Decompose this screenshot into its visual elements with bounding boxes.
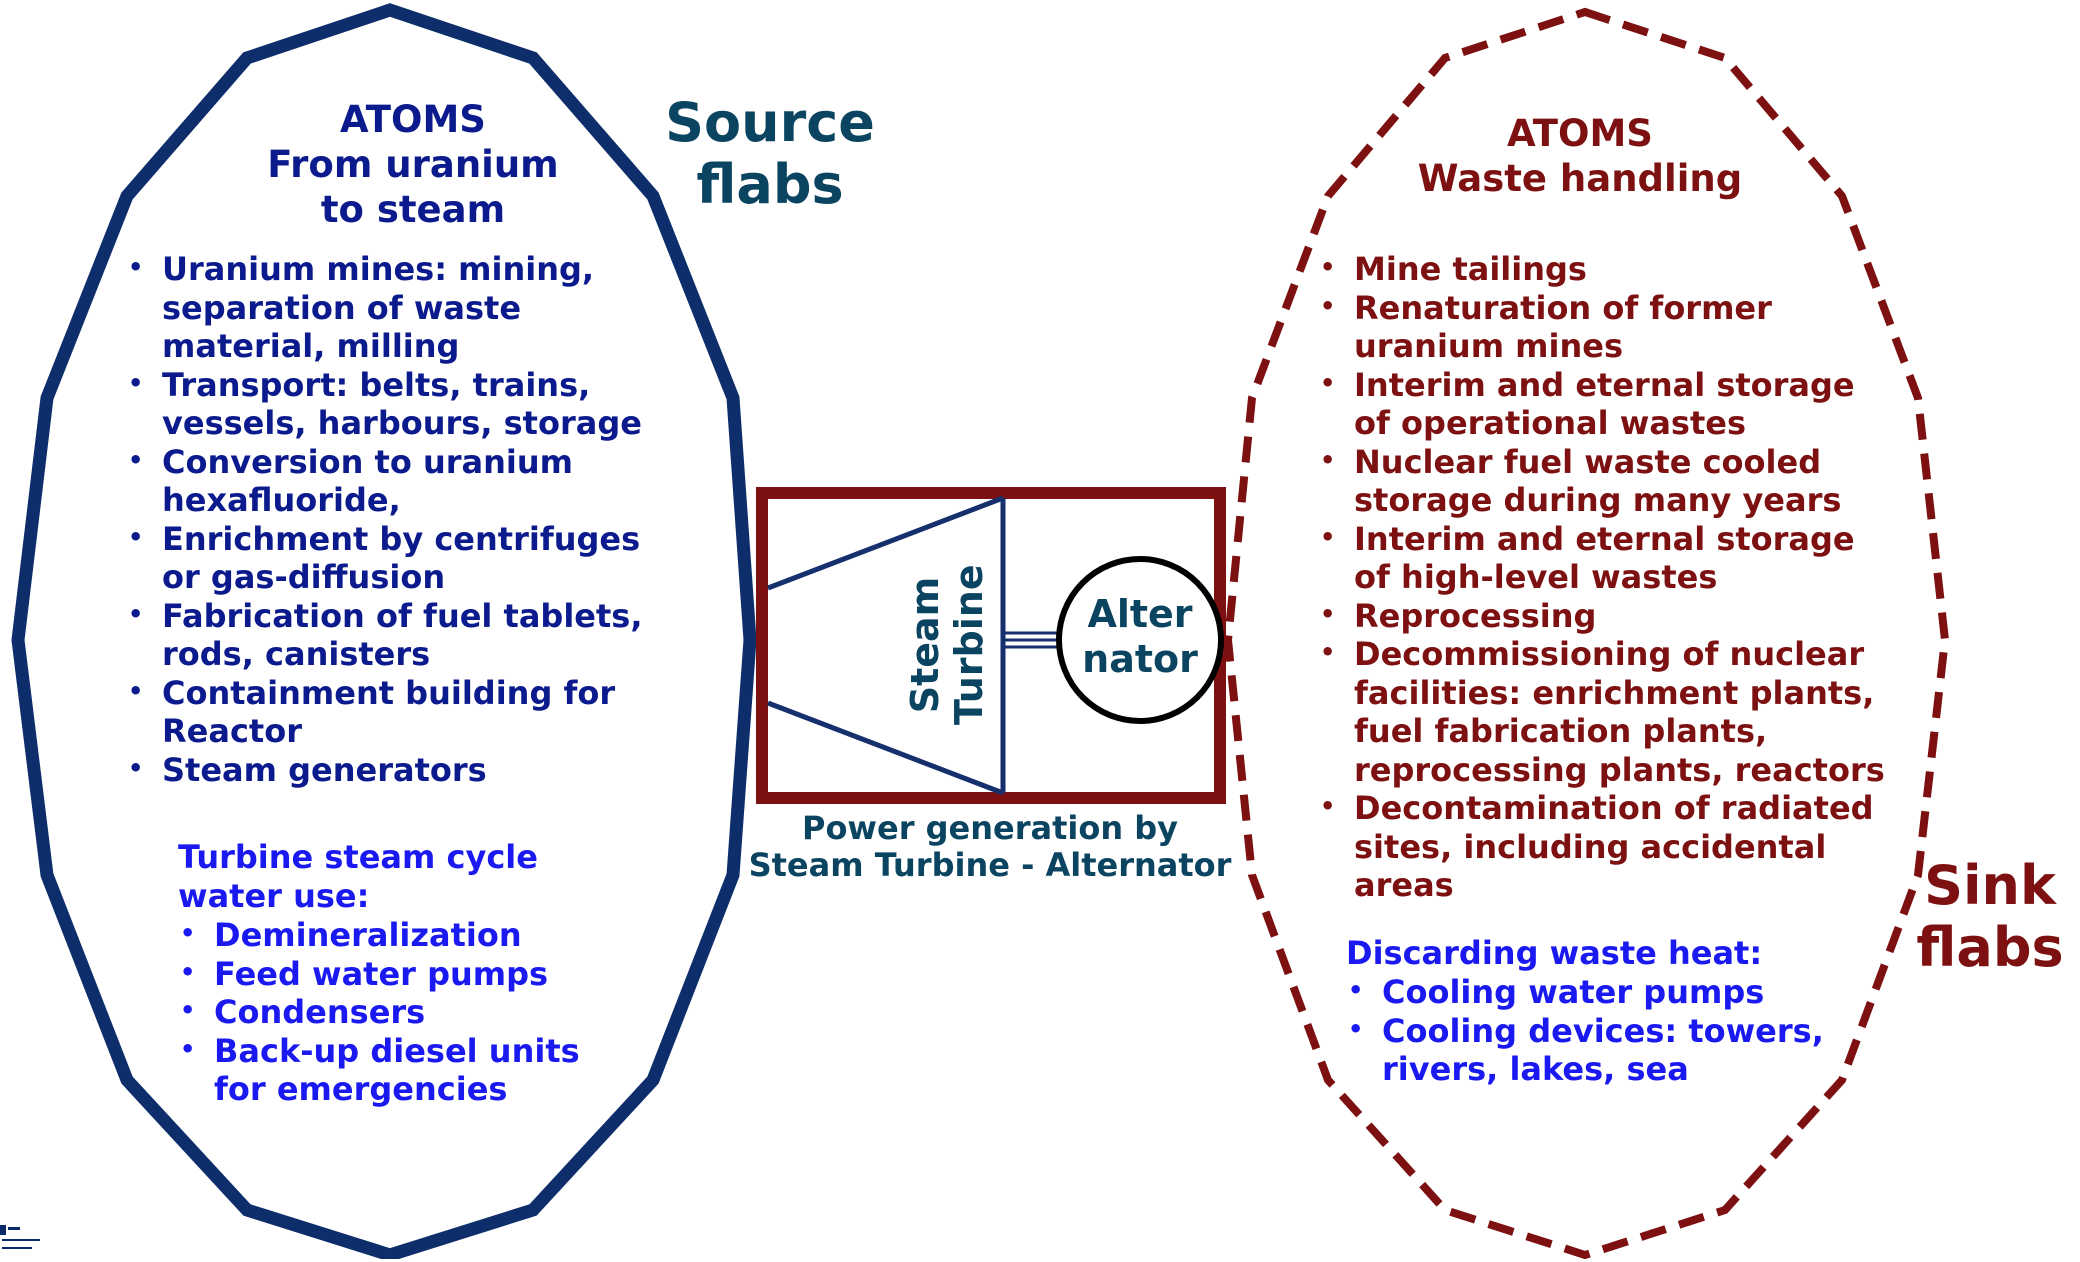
list-item: Interim and eternal storage of operation… [1318, 364, 1898, 443]
list-item: Interim and eternal storage of high-leve… [1318, 518, 1898, 597]
list-item: Feed water pumps [178, 953, 598, 994]
list-item: Renaturation of former uranium mines [1318, 287, 1898, 366]
list-item: Nuclear fuel waste cooled storage during… [1318, 441, 1898, 520]
alternator-label: Alter nator [1082, 592, 1198, 681]
list-item: Containment building for Reactor [126, 672, 666, 751]
sink-label: Sink flabs [1916, 854, 2064, 979]
alternator-circle [1056, 556, 1224, 724]
source-list: Uranium mines: mining, separation of was… [126, 248, 666, 790]
list-item: Decontamination of radiated sites, inclu… [1318, 787, 1898, 905]
water-list: Demineralization Feed water pumps Conden… [178, 914, 598, 1109]
power-caption: Power generation by Steam Turbine - Alte… [748, 809, 1232, 884]
list-item: Enrichment by centrifuges or gas-diffusi… [126, 518, 666, 597]
corner-logo [0, 1225, 48, 1259]
list-item: Back-up diesel units for emergencies [178, 1030, 598, 1109]
list-item: Transport: belts, trains, vessels, harbo… [126, 364, 666, 443]
source-title: ATOMS From uranium to steam [267, 98, 559, 231]
heat-list: Cooling water pumps Cooling devices: tow… [1346, 971, 1836, 1089]
sink-outline [1223, 7, 1950, 1259]
sink-title: ATOMS Waste handling [1417, 112, 1743, 200]
list-item: Condensers [178, 991, 598, 1032]
shaft-lines [1005, 631, 1063, 649]
turbine-shape [767, 495, 1006, 796]
list-item: Mine tailings [1318, 248, 1898, 289]
source-outline [11, 3, 757, 1259]
turbine-label: Steam Turbine [903, 564, 991, 725]
source-label: Source flabs [665, 91, 875, 216]
list-item: Conversion to uranium hexafluoride, [126, 441, 666, 520]
list-item: Cooling devices: towers, rivers, lakes, … [1346, 1010, 1836, 1089]
sink-list: Mine tailings Renaturation of former ura… [1318, 248, 1898, 905]
list-item: Cooling water pumps [1346, 971, 1836, 1012]
list-item: Demineralization [178, 914, 598, 955]
list-item: Fabrication of fuel tablets, rods, canis… [126, 595, 666, 674]
water-title: Turbine steam cycle water use: [178, 838, 538, 915]
list-item: Uranium mines: mining, separation of was… [126, 248, 666, 366]
heat-title: Discarding waste heat: [1346, 934, 1763, 972]
list-item: Steam generators [126, 749, 666, 790]
list-item: Decommissioning of nuclear facilities: e… [1318, 633, 1898, 789]
list-item: Reprocessing [1318, 595, 1898, 636]
